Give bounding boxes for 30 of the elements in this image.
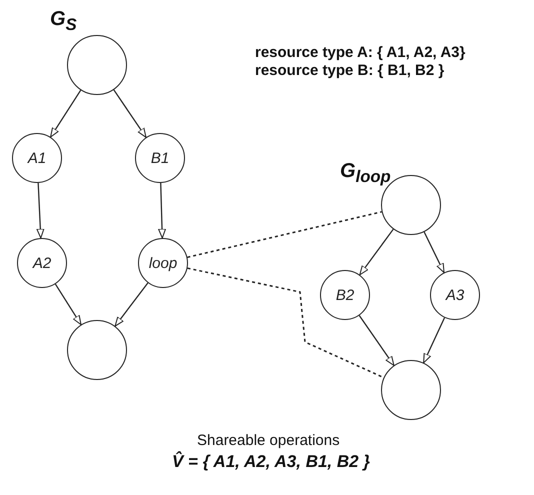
graph-node-circle xyxy=(138,238,188,288)
arrow xyxy=(113,89,146,138)
node-label: B1 xyxy=(150,150,170,166)
resource-text: resource type B: { B1, B2 } xyxy=(255,62,444,79)
arrow xyxy=(358,315,394,366)
dotted-connector xyxy=(187,267,384,378)
node-label: A1 xyxy=(28,150,46,166)
dotted-connector xyxy=(187,211,382,258)
graph-node-circle xyxy=(320,270,370,320)
arrow xyxy=(423,317,446,364)
graph-node-circle xyxy=(12,133,62,183)
node-label: A2 xyxy=(32,254,52,272)
arrow xyxy=(158,182,166,238)
graph-node-circle xyxy=(135,133,185,183)
arrow xyxy=(36,182,44,238)
node-label: A3 xyxy=(446,286,464,304)
caption-text: Shareable operations xyxy=(197,432,340,449)
resource-text: resource type A: { A1, A2, A3} xyxy=(255,44,466,61)
arrow xyxy=(359,228,394,276)
formula-text: V̂ = { A1, A2, A3, B1, B2 } xyxy=(172,452,370,472)
arrow xyxy=(114,282,148,327)
node-label: loop xyxy=(148,254,178,272)
arrow xyxy=(50,90,82,138)
graph-node-circle xyxy=(17,238,67,288)
graph-node-circle xyxy=(430,270,480,320)
node-label: B2 xyxy=(336,286,354,304)
graph-title: G$_{S}$ xyxy=(50,8,77,35)
arrow xyxy=(424,232,445,273)
arrow xyxy=(54,284,82,326)
graph-title: G$_{loop}$ xyxy=(340,160,391,187)
